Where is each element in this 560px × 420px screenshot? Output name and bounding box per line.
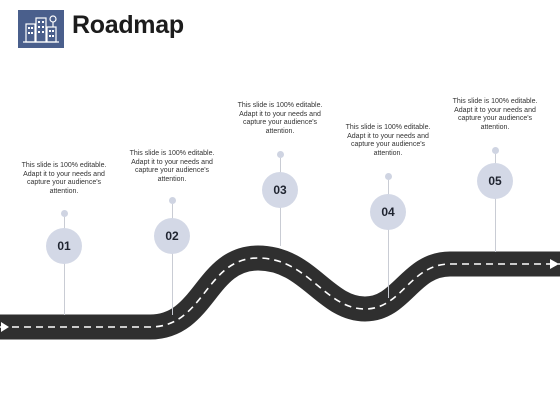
milestone-2-text: This slide is 100% editable. Adapt it to… [129, 150, 215, 183]
milestone-5-pin [492, 147, 499, 154]
milestone-1-pin [61, 210, 68, 217]
milestone-3-text: This slide is 100% editable. Adapt it to… [237, 102, 323, 135]
milestone-4-stem [388, 180, 389, 298]
milestone-2-marker: 02 [154, 218, 190, 254]
milestone-4-number: 04 [381, 205, 395, 219]
milestone-1-text: This slide is 100% editable. Adapt it to… [21, 162, 107, 195]
road-end-arrow [550, 259, 559, 269]
road-surface [0, 245, 560, 340]
milestone-1-number: 01 [57, 239, 71, 253]
milestone-5-text: This slide is 100% editable. Adapt it to… [452, 98, 538, 131]
milestone-5-number: 05 [488, 174, 502, 188]
road-center-line [0, 257, 560, 328]
milestone-4-marker: 04 [370, 194, 406, 230]
header-logo [18, 10, 64, 48]
milestone-2-pin [169, 197, 176, 204]
milestone-1-marker: 01 [46, 228, 82, 264]
milestone-2-number: 02 [165, 229, 179, 243]
milestone-2-stem [172, 204, 173, 315]
road-start-arrow [1, 322, 9, 332]
milestone-4-pin [385, 173, 392, 180]
city-building-icon [23, 15, 59, 43]
milestone-4-text: This slide is 100% editable. Adapt it to… [345, 124, 431, 157]
milestone-1-stem [64, 216, 65, 315]
milestone-5-stem [495, 154, 496, 252]
milestone-3-marker: 03 [262, 172, 298, 208]
milestone-5-marker: 05 [477, 163, 513, 199]
milestone-3-pin [277, 151, 284, 158]
page-title: Roadmap [72, 11, 184, 39]
milestone-3-number: 03 [273, 183, 287, 197]
